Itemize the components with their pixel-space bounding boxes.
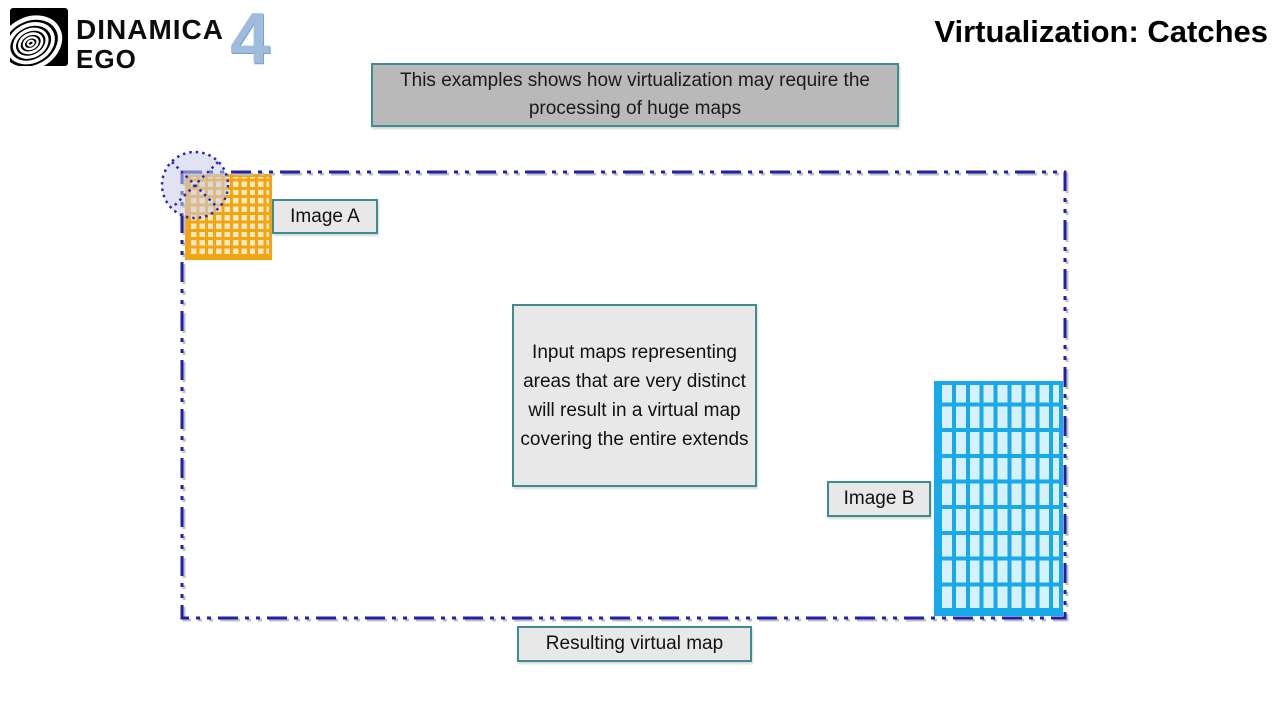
version-number: 4 (230, 0, 271, 79)
logo-text: DINAMICA EGO (76, 14, 224, 74)
center-note-box: Input maps representing areas that are v… (512, 304, 757, 487)
spiral-logo-icon (10, 8, 68, 66)
resulting-virtual-map-label: Resulting virtual map (517, 626, 752, 662)
brand-subname: EGO (76, 44, 137, 74)
note-box: This examples shows how virtualization m… (371, 63, 899, 127)
image-b-grid (934, 381, 1063, 616)
page-title: Virtualization: Catches (934, 14, 1268, 49)
image-a-label: Image A (272, 199, 378, 234)
dinamica-ego-logo: DINAMICA EGO 4 (10, 0, 271, 79)
brand-name: DINAMICA (76, 14, 224, 45)
image-a-grid (185, 174, 272, 260)
image-b-label: Image B (827, 481, 931, 517)
